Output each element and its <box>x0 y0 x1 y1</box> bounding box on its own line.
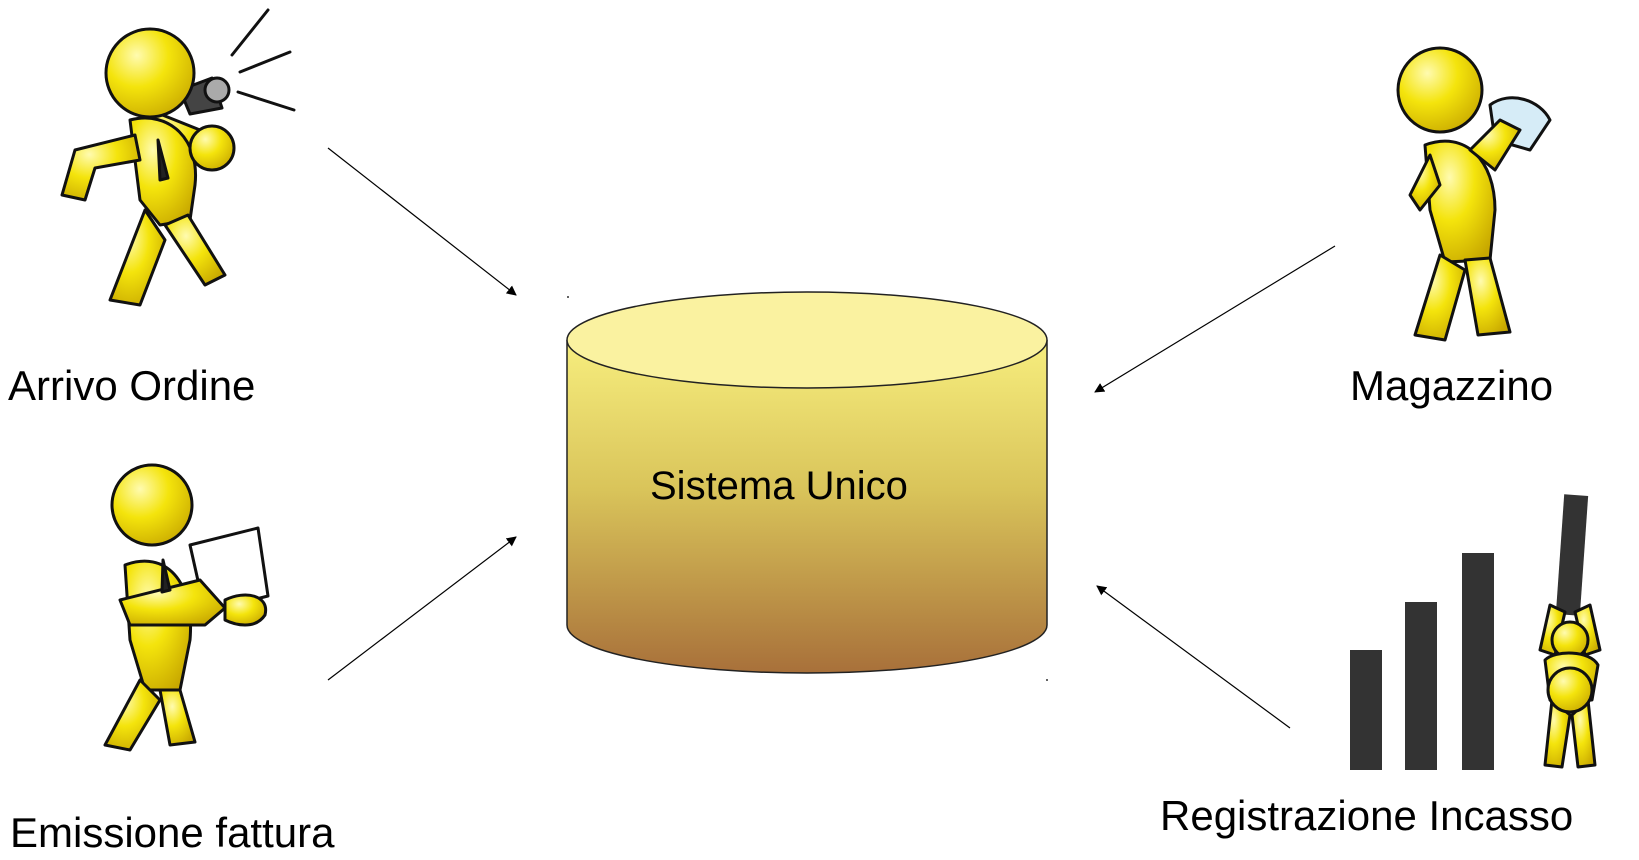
actor-label-registrazione-incasso: Registrazione Incasso <box>1160 792 1574 839</box>
figure-lifting-bar-chart-icon <box>1350 494 1602 770</box>
actor-label-magazzino: Magazzino <box>1350 362 1554 409</box>
arrow-arrivo-ordine <box>327 147 517 296</box>
figure-reading-document-icon <box>103 463 270 752</box>
actor-label-emissione-fattura: Emissione fattura <box>10 809 335 856</box>
figure-holding-papers-icon <box>1396 46 1552 342</box>
handle-dot <box>1046 679 1048 681</box>
figure-with-megaphone-icon <box>60 8 296 307</box>
arrow-registrazione-incasso <box>1096 585 1291 729</box>
bar-3 <box>1462 553 1494 770</box>
database-cylinder-icon <box>566 291 1048 674</box>
actor-label-arrivo-ordine: Arrivo Ordine <box>8 362 256 409</box>
handle-dot <box>567 296 569 298</box>
bar-4 <box>1555 494 1589 616</box>
arrow-magazzino <box>1094 245 1336 393</box>
bar-1 <box>1350 650 1382 770</box>
bar-2 <box>1405 602 1437 770</box>
center-label: Sistema Unico <box>650 464 908 508</box>
arrow-emissione-fattura <box>327 536 517 681</box>
